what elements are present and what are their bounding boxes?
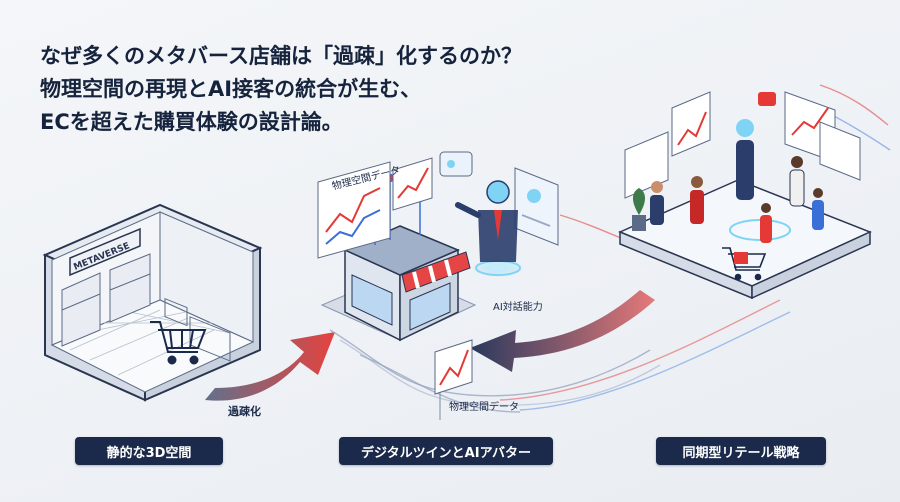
profile-panel [514, 167, 559, 246]
shopping-cart-icon [150, 321, 207, 365]
ai-avatar-hologram [455, 180, 524, 277]
decline-arrow [205, 332, 335, 401]
bar-chart-panel [392, 157, 433, 211]
headline-line-2: 物理空間の再現とAI接客の統合が生む、 [40, 77, 422, 101]
potted-plant-icon [632, 188, 646, 231]
data-flow-label: 物理空間データ [449, 402, 519, 413]
caption-static-3d-space: 静的な3D空間 [75, 437, 223, 465]
feedback-arrow [470, 290, 655, 372]
retail-platform [618, 179, 872, 300]
headline-line-3: ECを超えた購買体験の設計論。 [40, 110, 343, 134]
shoppers-group [650, 119, 824, 281]
mini-chart-card [434, 339, 473, 395]
chat-bubble-icon [439, 151, 473, 177]
floating-data-card [317, 161, 391, 259]
arrow-label: 過疎化 [228, 405, 261, 418]
empty-metaverse-room: METAVERSE [42, 203, 263, 402]
headline-line-1: なぜ多くのメタバース店舗は「過疎」化するのか？ [40, 44, 522, 68]
digital-twin-store [320, 173, 477, 342]
heart-notification-icon [758, 92, 776, 106]
caption-digital-twin: デジタルツインとAIアバター [339, 437, 553, 465]
caption-synchronized-retail: 同期型リテール戦略 [656, 437, 826, 465]
ai-capability-label: AI対話能力 [493, 302, 543, 313]
headline: なぜ多くのメタバース店舗は「過疎」化するのか？ 物理空間の再現とAI接客の統合が… [40, 40, 522, 139]
shopping-cart-icon-2 [722, 247, 767, 281]
